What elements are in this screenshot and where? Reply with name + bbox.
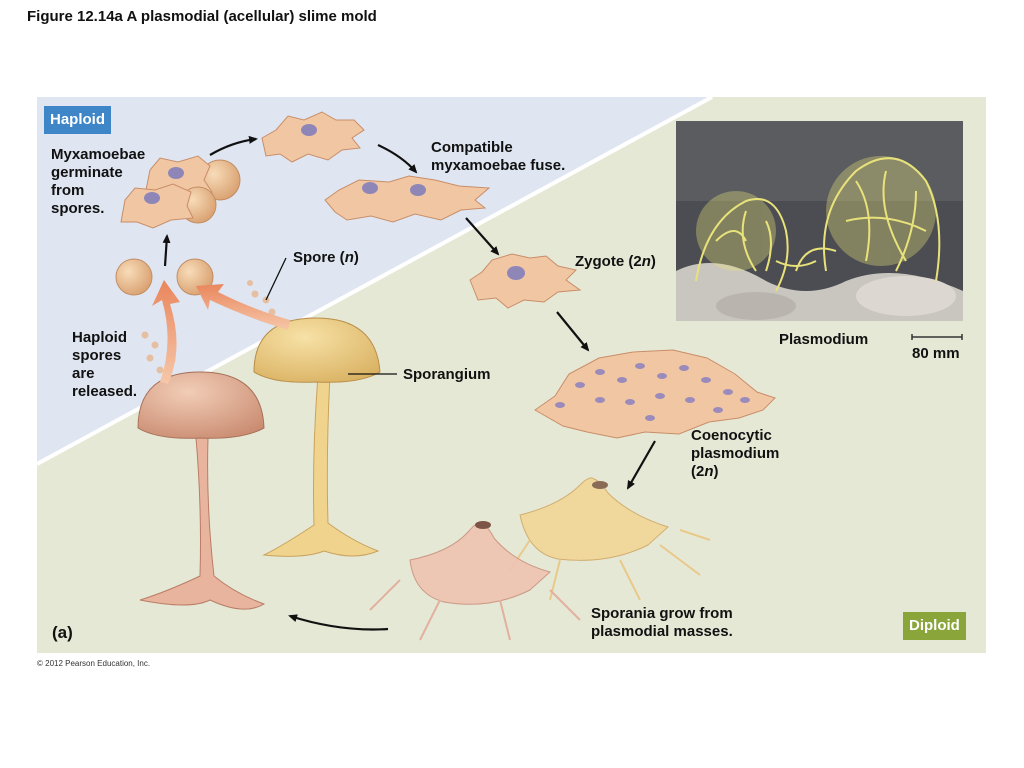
label-coenocytic-plasmodium: Coenocytic plasmodium (2n) [691, 427, 780, 480]
copyright-notice: © 2012 Pearson Education, Inc. [37, 659, 151, 668]
myxamoebae-group [120, 155, 241, 229]
label-plasmodium: Plasmodium [779, 331, 869, 348]
arrow-zygote-to-plasmodium [556, 311, 590, 352]
plasmodium-photo [676, 121, 963, 321]
panel-label: (a) [52, 623, 73, 642]
spore-release-arrow-left [152, 280, 180, 384]
label-sporangium: Sporangium [403, 366, 491, 383]
diploid-badge: Diploid [903, 612, 966, 640]
myxamoeba-cell [261, 111, 365, 163]
coenocytic-plasmodium [534, 349, 776, 439]
label-sporangia-grow: Sporania grow from plasmodial masses. [591, 605, 733, 640]
spores [115, 258, 284, 384]
arrow-spores-to-myxamoebae [162, 234, 171, 267]
developing-sporangium-pink [369, 521, 581, 641]
fusing-myxamoebae [324, 175, 491, 223]
arrow-fusion-to-zygote [465, 217, 500, 256]
arrow-cell-to-fusion [377, 144, 418, 174]
figure-title: Figure 12.14a A plasmodial (acellular) s… [27, 8, 377, 25]
zygote-cell [469, 253, 582, 309]
label-compatible-fuse: Compatible myxamoebae fuse. [431, 139, 566, 174]
developing-sporangium-yellow [509, 477, 711, 601]
label-haploid-spores-released: Haploid spores are released. [72, 329, 138, 400]
arrow-myxamoebae-to-cell [209, 135, 258, 156]
label-spore: Spore (n) [293, 249, 359, 266]
scale-bar [911, 334, 963, 340]
label-zygote: Zygote (2n) [575, 253, 656, 270]
scale-label: 80 mm [912, 345, 960, 362]
arrow-sporangia-to-mature [288, 614, 389, 631]
spore-release-arrow-right [196, 284, 290, 330]
haploid-badge: Haploid [44, 106, 111, 134]
label-myxamoebae-germinate: Myxamoebae germinate from spores. [51, 146, 146, 217]
arrow-plasmodium-to-sporangia [627, 440, 656, 490]
spore-pointer [265, 257, 287, 301]
